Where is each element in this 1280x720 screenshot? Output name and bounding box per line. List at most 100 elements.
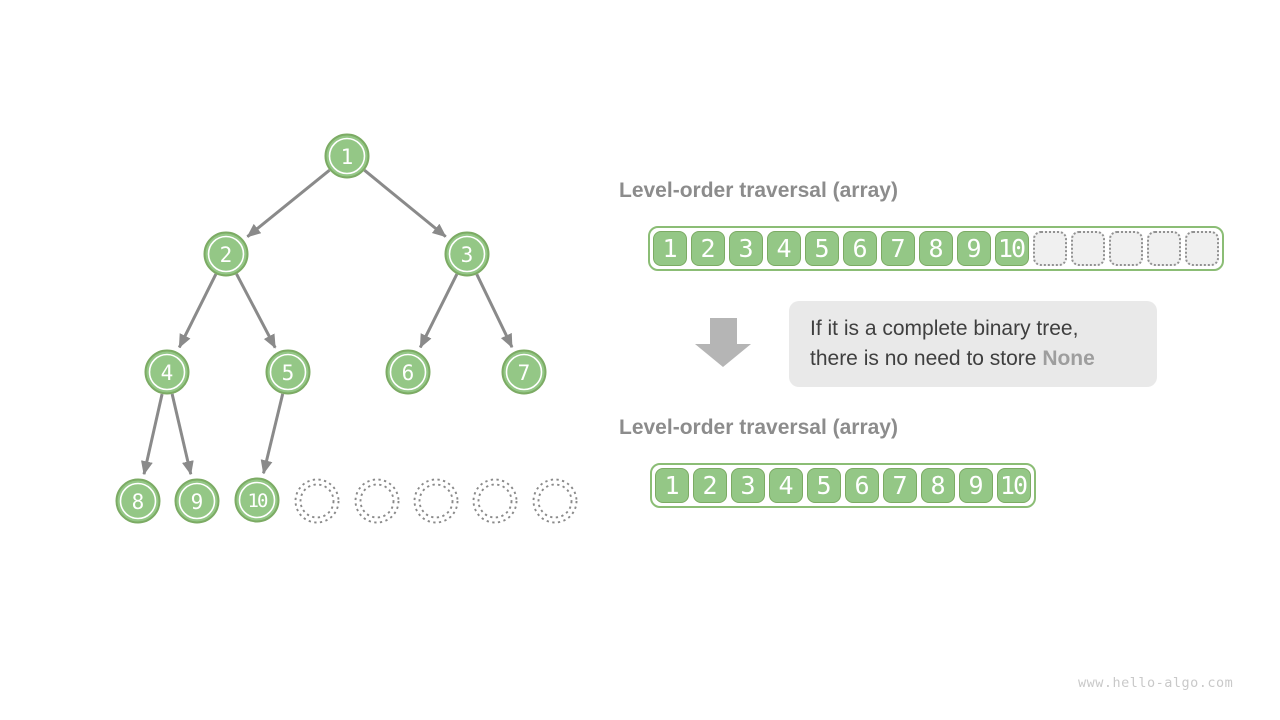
placeholder-inner-ring bbox=[299, 483, 335, 519]
array-cell: 10 bbox=[995, 231, 1029, 266]
note-text-line1: If it is a complete binary tree, bbox=[810, 317, 1079, 340]
array-cell-empty bbox=[1071, 231, 1105, 266]
array-cell: 2 bbox=[691, 231, 725, 266]
tree-edges bbox=[141, 169, 514, 476]
tree-node-circle bbox=[234, 477, 280, 523]
tree-node: 1 bbox=[324, 133, 370, 179]
tree-node: 10 bbox=[234, 477, 280, 523]
placeholder-node bbox=[354, 478, 400, 524]
placeholder-inner-ring bbox=[477, 483, 513, 519]
array-cell: 3 bbox=[729, 231, 763, 266]
tree-node-circle bbox=[144, 349, 190, 395]
array-cell: 5 bbox=[805, 231, 839, 266]
tree-node-label: 3 bbox=[461, 243, 474, 267]
tree-nodes: 1 2 3 4 5 6 7 8 9 10 bbox=[115, 133, 547, 524]
tree-node: 8 bbox=[115, 478, 161, 524]
tree-placeholder-nodes bbox=[294, 478, 578, 524]
tree-node-label: 4 bbox=[161, 361, 174, 385]
placeholder-inner-ring bbox=[418, 483, 454, 519]
tree-node-circle bbox=[174, 478, 220, 524]
tree-node-inner-ring bbox=[448, 235, 486, 273]
array-cell: 1 bbox=[653, 231, 687, 266]
tree-edge bbox=[246, 169, 331, 238]
note-line-2: there is no need to store None bbox=[810, 344, 1157, 374]
array-cell: 6 bbox=[843, 231, 877, 266]
watermark: www.hello-algo.com bbox=[1078, 675, 1234, 691]
array-cell: 3 bbox=[731, 468, 765, 503]
tree-node-circle bbox=[444, 231, 490, 277]
array-cell: 2 bbox=[693, 468, 727, 503]
tree-edge bbox=[170, 393, 194, 476]
tree-node-label: 8 bbox=[132, 490, 145, 514]
tree-node: 7 bbox=[501, 349, 547, 395]
array-cell: 7 bbox=[883, 468, 917, 503]
tree-node-inner-ring bbox=[505, 353, 543, 391]
top-array-title: Level-order traversal (array) bbox=[619, 179, 898, 202]
tree-edge bbox=[363, 169, 447, 238]
placeholder-outer-ring bbox=[472, 478, 518, 524]
tree-node-label: 2 bbox=[220, 243, 233, 267]
array-cell: 4 bbox=[769, 468, 803, 503]
tree-edge bbox=[177, 273, 218, 349]
tree-node-circle bbox=[385, 349, 431, 395]
tree-node-inner-ring bbox=[207, 235, 245, 273]
tree-node: 4 bbox=[144, 349, 190, 395]
placeholder-outer-ring bbox=[294, 478, 340, 524]
tree-edge bbox=[141, 393, 164, 476]
tree-node-label: 1 bbox=[341, 145, 354, 169]
tree-edge bbox=[475, 273, 514, 349]
array-cell-empty bbox=[1033, 231, 1067, 266]
array-cell: 10 bbox=[997, 468, 1031, 503]
placeholder-node bbox=[532, 478, 578, 524]
note-line-1: If it is a complete binary tree, bbox=[810, 314, 1157, 344]
placeholder-outer-ring bbox=[354, 478, 400, 524]
tree-edge bbox=[260, 393, 285, 475]
note-text-line2: there is no need to store bbox=[810, 347, 1043, 370]
tree-node-inner-ring bbox=[178, 482, 216, 520]
placeholder-node bbox=[472, 478, 518, 524]
tree-node-label: 9 bbox=[191, 490, 204, 514]
down-arrow-icon bbox=[695, 318, 751, 367]
array-cell: 4 bbox=[767, 231, 801, 266]
array-cell: 8 bbox=[921, 468, 955, 503]
tree-node: 5 bbox=[265, 349, 311, 395]
array-cell: 9 bbox=[957, 231, 991, 266]
array-cell: 9 bbox=[959, 468, 993, 503]
bottom-array-title: Level-order traversal (array) bbox=[619, 416, 898, 439]
tree-node-inner-ring bbox=[148, 353, 186, 391]
array-cell-empty bbox=[1147, 231, 1181, 266]
placeholder-inner-ring bbox=[359, 483, 395, 519]
tree-node-circle bbox=[203, 231, 249, 277]
placeholder-outer-ring bbox=[413, 478, 459, 524]
note-box: If it is a complete binary tree, there i… bbox=[789, 301, 1157, 387]
tree-node-inner-ring bbox=[119, 482, 157, 520]
tree-node-label: 5 bbox=[282, 361, 295, 385]
array-cell: 6 bbox=[845, 468, 879, 503]
note-none-keyword: None bbox=[1042, 347, 1095, 370]
tree-node: 6 bbox=[385, 349, 431, 395]
array-cell: 8 bbox=[919, 231, 953, 266]
array-cell: 7 bbox=[881, 231, 915, 266]
array-cell: 5 bbox=[807, 468, 841, 503]
tree-node: 9 bbox=[174, 478, 220, 524]
array-cell-empty bbox=[1109, 231, 1143, 266]
tree-edge bbox=[418, 273, 459, 349]
placeholder-inner-ring bbox=[537, 483, 573, 519]
tree-node-label: 7 bbox=[518, 361, 531, 385]
array-cell-empty bbox=[1185, 231, 1219, 266]
tree-node-circle bbox=[115, 478, 161, 524]
tree-node-inner-ring bbox=[389, 353, 427, 391]
tree-node-inner-ring bbox=[238, 481, 276, 519]
placeholder-node bbox=[413, 478, 459, 524]
placeholder-node bbox=[294, 478, 340, 524]
tree-node-inner-ring bbox=[328, 137, 366, 175]
tree-node-circle bbox=[501, 349, 547, 395]
array-cell: 1 bbox=[655, 468, 689, 503]
tree-node: 2 bbox=[203, 231, 249, 277]
tree-edge bbox=[235, 273, 277, 349]
tree-node-label: 6 bbox=[402, 361, 415, 385]
